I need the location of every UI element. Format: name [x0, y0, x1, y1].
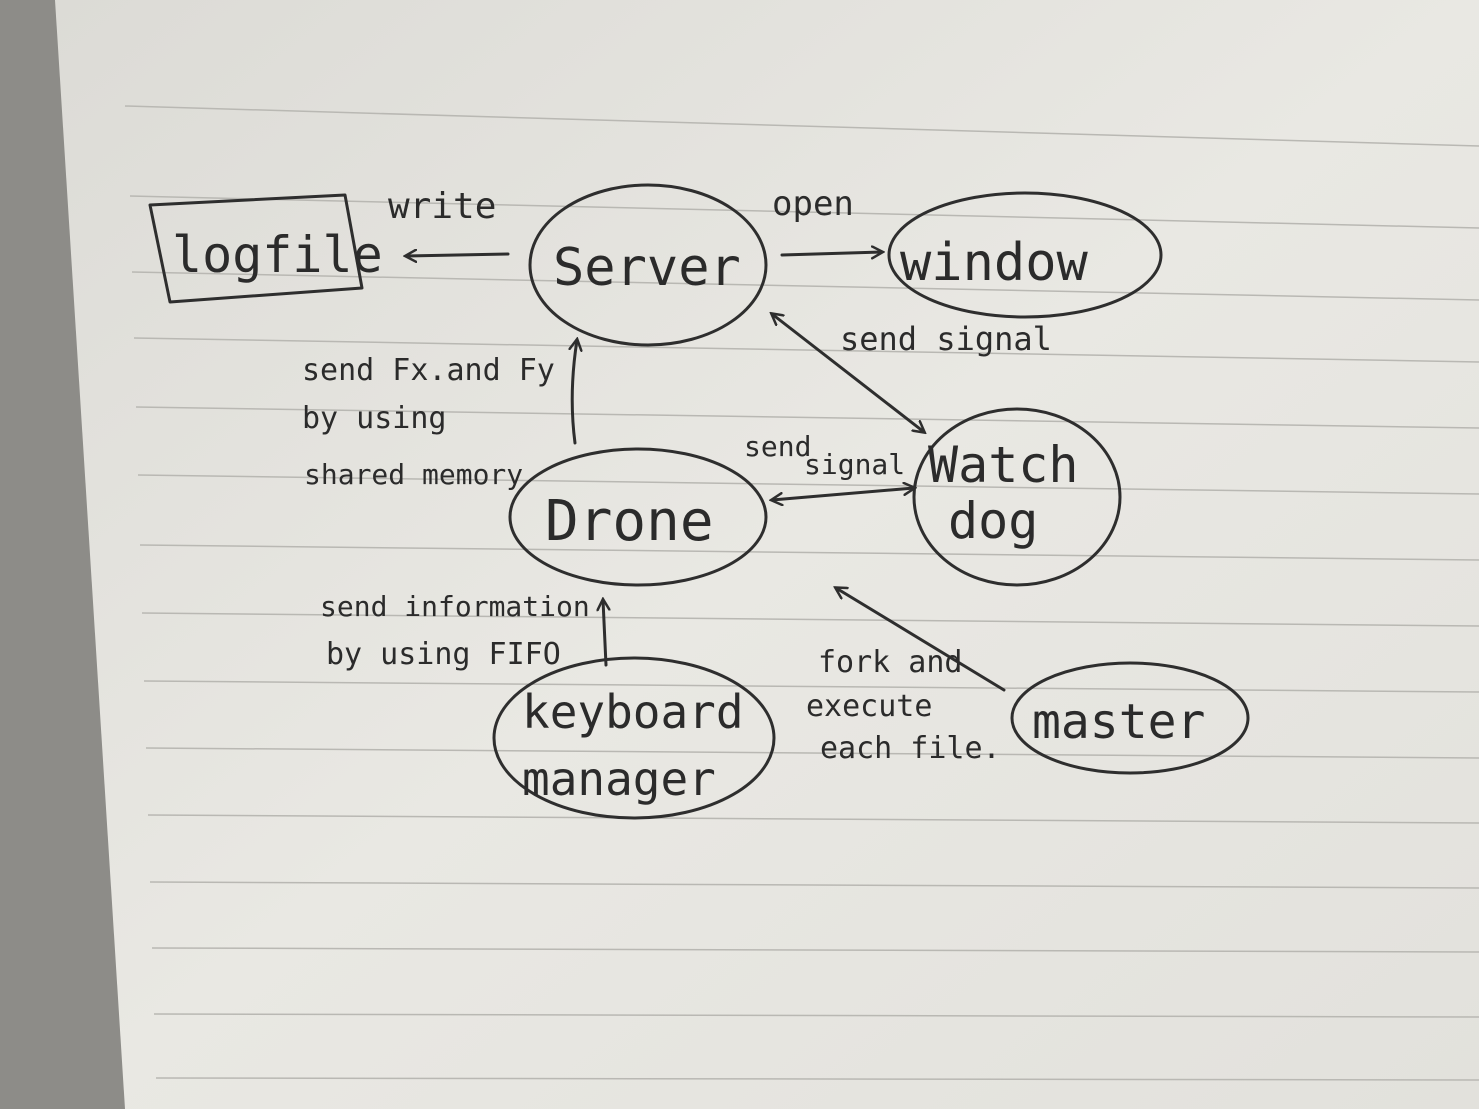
keyboard-drone-label-line2: by using FIFO — [326, 637, 561, 672]
drone-server-label-line3: shared memory — [304, 458, 523, 491]
open-arrow — [780, 252, 882, 255]
master-node — [1010, 661, 1250, 775]
window-node — [887, 191, 1163, 319]
drone-watchdog-label-line1: send — [744, 430, 811, 463]
logfile-box — [148, 193, 364, 304]
drone-server-label-line1: send Fx.and Fy — [302, 353, 555, 388]
edge-labels: write open send signal send Fx.and Fy by… — [302, 184, 1052, 766]
write-arrow — [406, 254, 510, 256]
watchdog-label-line2: dog — [948, 492, 1038, 550]
drone-node — [508, 447, 768, 587]
server-watchdog-signal-label: send signal — [840, 320, 1052, 358]
drone-watchdog-arrow — [772, 488, 914, 500]
logfile-label: logfile — [172, 226, 383, 284]
server-node — [528, 183, 768, 347]
window-label: window — [900, 233, 1089, 293]
master-label: master — [1032, 694, 1205, 750]
open-label: open — [772, 184, 854, 224]
keyboard-manager-node — [492, 656, 776, 820]
drone-server-label-line2: by using — [302, 401, 447, 436]
keyboard-label-line1: keyboard — [522, 685, 744, 739]
drone-label: Drone — [545, 489, 714, 554]
write-label: write — [388, 186, 496, 227]
master-label-line1: fork and — [818, 645, 963, 680]
watchdog-label-line1: Watch — [928, 436, 1079, 494]
master-fork-arrow — [836, 588, 1006, 692]
keyboard-drone-arrow — [603, 600, 606, 667]
server-label: Server — [553, 238, 741, 298]
node-labels: logfile Server window Drone Watch dog ke… — [172, 226, 1205, 806]
master-label-line3: each file. — [820, 731, 1001, 766]
master-label-line2: execute — [806, 689, 932, 724]
drone-server-arrow — [572, 340, 577, 445]
notebook-paper — [55, 0, 1479, 1109]
keyboard-drone-label-line1: send information — [320, 590, 590, 623]
keyboard-label-line2: manager — [522, 752, 716, 806]
edges — [406, 252, 1006, 692]
drone-watchdog-label-line2: signal — [804, 448, 905, 481]
server-watchdog-arrow — [772, 314, 924, 432]
